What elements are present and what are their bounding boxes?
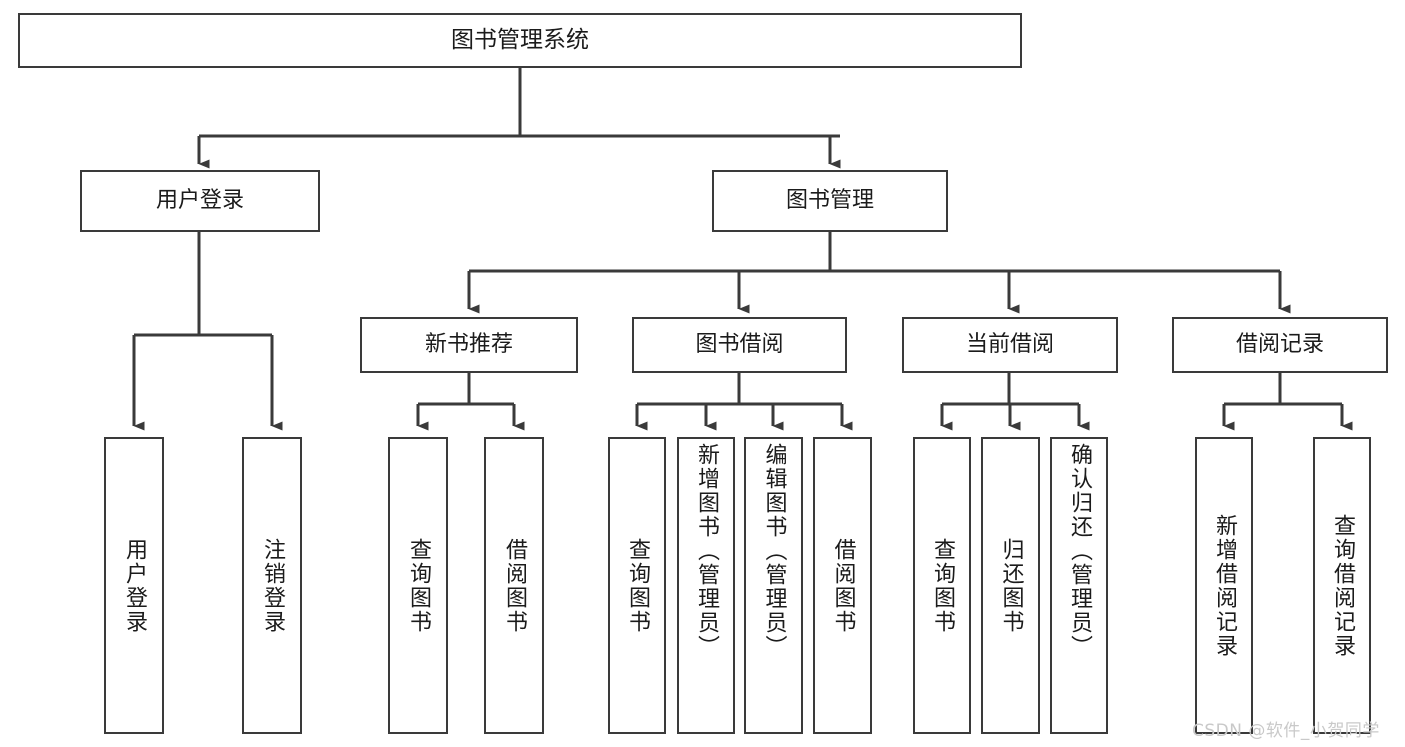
node-label: 借阅记录	[1235, 332, 1324, 358]
node-label: 查询图书	[406, 537, 431, 634]
node-label: 注销登录	[260, 537, 285, 634]
node-root-system[interactable]: 图书管理系统	[18, 13, 1022, 68]
node-label: 图书管理系统	[451, 27, 589, 54]
node-label: 归还图书	[998, 537, 1024, 634]
leaf-book-borrow-edit-book[interactable]: 编辑图书（管理员）	[744, 437, 803, 734]
leaf-book-borrow-add-book[interactable]: 新增图书（管理员）	[677, 437, 735, 734]
node-label: 借阅图书	[830, 537, 856, 634]
node-label: 查询图书	[625, 537, 650, 634]
node-borrow-record[interactable]: 借阅记录	[1172, 317, 1388, 373]
leaf-borrow-record-add-record[interactable]: 新增借阅记录	[1195, 437, 1253, 734]
node-new-book-recommend[interactable]: 新书推荐	[360, 317, 578, 373]
leaf-new-book-query-book[interactable]: 查询图书	[388, 437, 448, 734]
node-label: 当前借阅	[965, 332, 1054, 358]
leaf-new-book-borrow-book[interactable]: 借阅图书	[484, 437, 544, 734]
leaf-current-borrow-query-book[interactable]: 查询图书	[913, 437, 971, 734]
node-label: 查询图书	[930, 537, 955, 634]
node-book-management[interactable]: 图书管理	[712, 170, 948, 232]
node-label: 新增借阅记录	[1212, 513, 1237, 658]
leaf-user-login-logout[interactable]: 注销登录	[242, 437, 302, 734]
node-current-borrow[interactable]: 当前借阅	[902, 317, 1118, 373]
node-label: 新书推荐	[424, 332, 513, 358]
watermark-text: CSDN @软件_小贺同学	[1192, 721, 1380, 741]
node-label: 编辑图书（管理员）	[761, 443, 787, 659]
leaf-book-borrow-query-book[interactable]: 查询图书	[608, 437, 666, 734]
node-label: 借阅图书	[502, 537, 527, 634]
leaf-borrow-record-query-record[interactable]: 查询借阅记录	[1313, 437, 1371, 734]
node-user-login[interactable]: 用户登录	[80, 170, 320, 232]
leaf-current-borrow-confirm-return[interactable]: 确认归还（管理员）	[1050, 437, 1108, 734]
leaf-book-borrow-borrow-book[interactable]: 借阅图书	[813, 437, 872, 734]
node-label: 图书借阅	[695, 332, 784, 358]
node-label: 用户登录	[155, 188, 244, 214]
leaf-user-login-login[interactable]: 用户登录	[104, 437, 164, 734]
leaf-current-borrow-return-book[interactable]: 归还图书	[981, 437, 1040, 734]
node-label: 确认归还（管理员）	[1067, 443, 1092, 659]
node-label: 新增图书（管理员）	[694, 443, 719, 659]
node-label: 图书管理	[785, 188, 874, 214]
node-book-borrow[interactable]: 图书借阅	[632, 317, 847, 373]
node-label: 查询借阅记录	[1330, 513, 1355, 658]
node-label: 用户登录	[122, 537, 147, 634]
